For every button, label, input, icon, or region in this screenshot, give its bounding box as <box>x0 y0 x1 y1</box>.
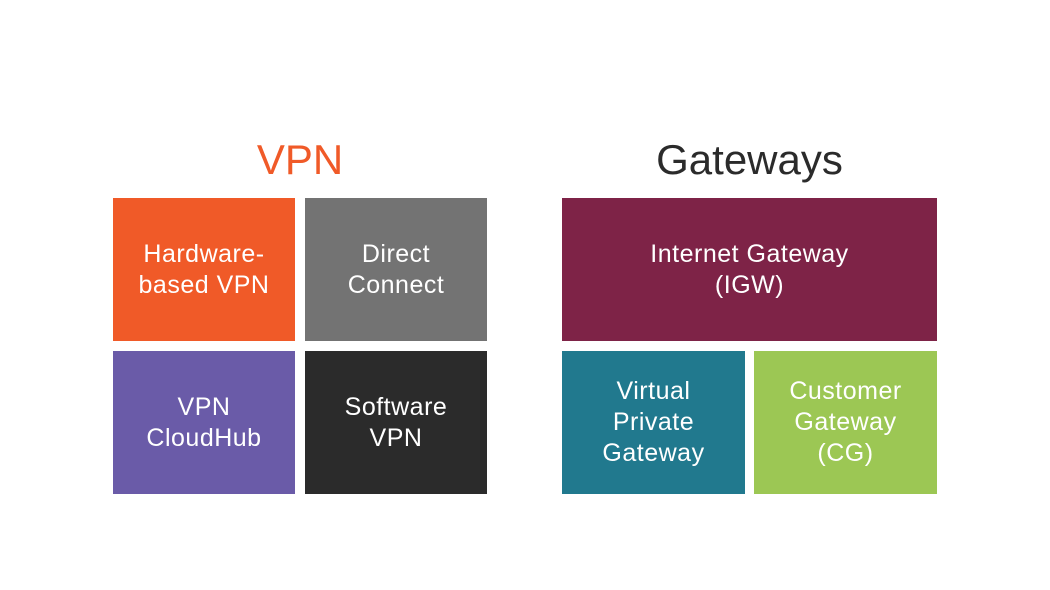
tile-software-vpn: Software VPN <box>305 351 487 494</box>
tile-label: VPN CloudHub <box>146 392 262 452</box>
tile-vpn-cloudhub: VPN CloudHub <box>113 351 295 494</box>
tile-label: Direct Connect <box>347 239 445 299</box>
tile-label: Internet Gateway (IGW) <box>650 239 849 299</box>
tile-label: Virtual Private Gateway <box>602 377 705 467</box>
gateways-heading: Gateways <box>656 136 843 183</box>
tile-label: Software VPN <box>344 392 448 452</box>
tile-virtual-private-gateway: Virtual Private Gateway <box>562 351 745 494</box>
tile-customer-gateway: Customer Gateway (CG) <box>754 351 937 494</box>
tile-label: Customer Gateway (CG) <box>789 377 902 467</box>
tile-hardware-based-vpn: Hardware- based VPN <box>113 198 295 341</box>
tile-label: Hardware- based VPN <box>138 239 270 299</box>
vpn-heading: VPN <box>256 136 344 183</box>
tile-direct-connect: Direct Connect <box>305 198 487 341</box>
tile-internet-gateway: Internet Gateway (IGW) <box>562 198 937 341</box>
